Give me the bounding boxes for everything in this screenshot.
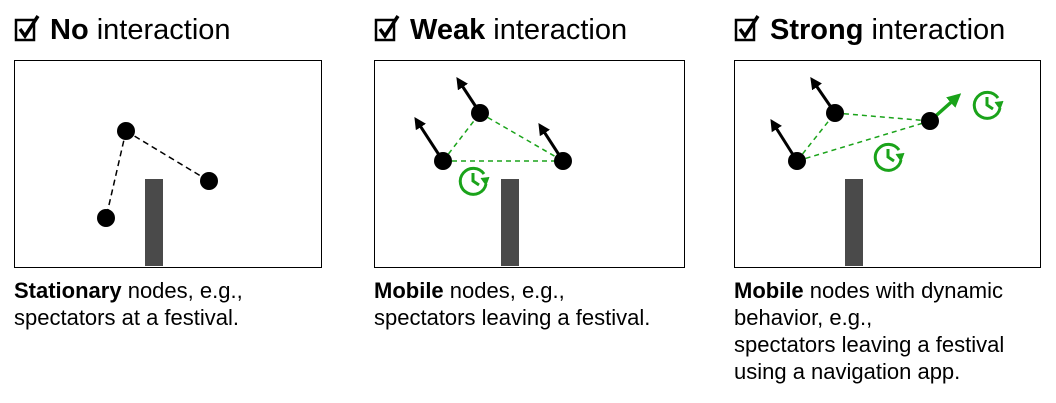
- diagram-panel-no-interaction: [14, 60, 322, 268]
- obstacle: [501, 179, 519, 266]
- diagram-panel-weak-interaction: [374, 60, 685, 268]
- checked-box-icon: [14, 15, 40, 42]
- caption-weak-interaction: Mobile nodes, e.g., spectators leaving a…: [374, 277, 650, 331]
- caption-line: using a navigation app.: [734, 359, 961, 384]
- caption-rest: nodes, e.g.,: [443, 278, 565, 303]
- title-bold: Strong: [770, 14, 864, 46]
- panel-title-weak-interaction: Weak interaction: [374, 14, 627, 45]
- node: [788, 152, 806, 170]
- link-line: [796, 112, 836, 162]
- title-bold: Weak: [410, 14, 486, 46]
- caption-line: spectators leaving a festival.: [374, 305, 651, 330]
- link-line: [796, 120, 931, 162]
- node: [826, 104, 844, 122]
- caption-no-interaction: Stationary nodes, e.g., spectators at a …: [14, 277, 243, 331]
- node: [554, 152, 572, 170]
- title-rest: interaction: [88, 14, 231, 46]
- node: [471, 104, 489, 122]
- caption-line: spectators leaving a festival: [734, 332, 1005, 357]
- caption-rest: nodes with dynamic: [803, 278, 1003, 303]
- title-rest: interaction: [485, 14, 628, 46]
- caption-line: behavior, e.g.,: [734, 305, 873, 330]
- node: [117, 122, 135, 140]
- node: [921, 112, 939, 130]
- caption-strong-interaction: Mobile nodes with dynamic behavior, e.g.…: [734, 277, 1004, 385]
- node: [97, 209, 115, 227]
- clock-icon: [873, 142, 905, 172]
- obstacle: [845, 179, 863, 266]
- caption-rest: nodes, e.g.,: [121, 278, 243, 303]
- checked-box-icon: [374, 15, 400, 42]
- caption-bold: Stationary: [14, 278, 122, 303]
- node: [200, 172, 218, 190]
- caption-bold: Mobile: [734, 278, 804, 303]
- panel-title-no-interaction: No interaction: [14, 14, 231, 45]
- link-line: [125, 130, 210, 182]
- title-rest: interaction: [863, 14, 1006, 46]
- title-bold: No: [50, 14, 89, 46]
- diagram-panel-strong-interaction: [734, 60, 1041, 268]
- caption-line: spectators at a festival.: [14, 305, 239, 330]
- link-line: [479, 112, 564, 162]
- link-line: [105, 130, 127, 219]
- panel-title-strong-interaction: Strong interaction: [734, 14, 1005, 45]
- node: [434, 152, 452, 170]
- checked-box-icon: [734, 15, 760, 42]
- link-line: [834, 112, 931, 122]
- clock-icon: [458, 166, 490, 196]
- obstacle: [145, 179, 163, 266]
- clock-icon: [972, 90, 1004, 120]
- caption-bold: Mobile: [374, 278, 444, 303]
- link-line: [442, 112, 481, 162]
